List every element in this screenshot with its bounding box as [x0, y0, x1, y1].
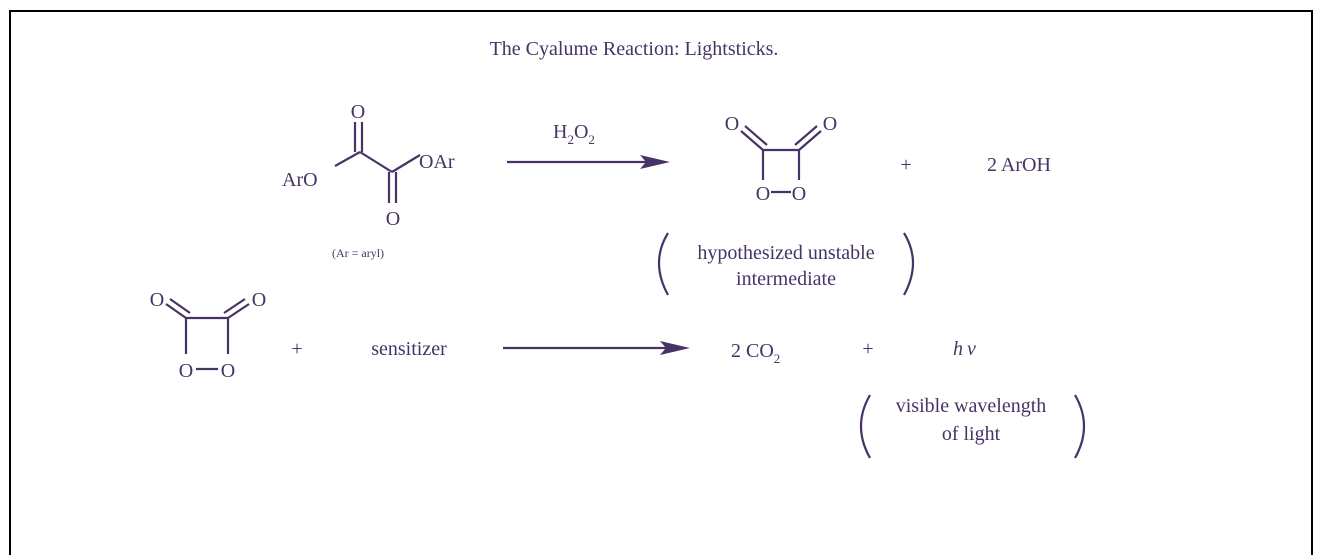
ring-oxygen: O: [756, 183, 770, 205]
ring-oxygen: O: [792, 183, 806, 205]
bond: [359, 151, 393, 173]
ring-oxygen: O: [179, 360, 193, 382]
sensitizer-label: sensitizer: [371, 338, 447, 360]
bond: [334, 151, 361, 167]
light-label-line1: visible wavelength: [896, 395, 1047, 417]
aryl-alcohol-product: 2 ArOH: [987, 154, 1051, 176]
plus-sign: +: [862, 338, 873, 360]
plus-sign: +: [291, 338, 302, 360]
light-label: visible wavelength of light: [860, 394, 1085, 459]
carbonyl-bond: [223, 298, 246, 314]
intermediate-label: hypothesized unstable intermediate: [658, 232, 914, 296]
intermediate-label-line2: intermediate: [736, 268, 836, 290]
arrow-2: [503, 341, 690, 355]
scheme-title: The Cyalume Reaction: Lightsticks.: [490, 38, 779, 60]
arrow-head: [640, 155, 670, 169]
dioxetanedione-intermediate: O O O O: [725, 113, 837, 205]
right-paren: [1074, 394, 1085, 459]
aryl-note: (Ar = aryl): [332, 246, 384, 260]
carbonyl-bond: [794, 125, 818, 146]
carbonyl-oxygen: O: [252, 289, 266, 311]
light-label-line2: of light: [942, 423, 1001, 445]
carbonyl-bond: [744, 125, 768, 146]
carbonyl-bond: [798, 130, 822, 151]
right-paren: [903, 232, 914, 296]
figure-frame: [9, 10, 1313, 555]
carbonyl-oxygen: O: [150, 289, 164, 311]
arrow-1: H2O2: [507, 121, 670, 169]
carbonyl-bond: [740, 130, 764, 151]
carbonyl-bond: [165, 303, 187, 319]
reagent-h2o2: H2O2: [553, 121, 595, 147]
carbonyl-oxygen: O: [386, 208, 400, 230]
carbonyl-oxygen: O: [725, 113, 739, 135]
carbonyl-bond: [169, 298, 191, 314]
diaryl-oxalate: O O ArO OAr (Ar = aryl): [282, 101, 455, 260]
left-paren: [860, 394, 871, 459]
carbonyl-bond: [227, 303, 250, 319]
aryloxy-left: ArO: [282, 169, 318, 191]
left-paren: [658, 232, 669, 296]
ring-oxygen: O: [221, 360, 235, 382]
dioxetanedione-reactant: O O O O: [150, 289, 266, 382]
intermediate-label-line1: hypothesized unstable: [697, 242, 874, 264]
carbonyl-oxygen: O: [823, 113, 837, 135]
bond: [391, 154, 421, 173]
aryloxy-right: OAr: [419, 151, 455, 173]
arrow-head: [660, 341, 690, 355]
carbonyl-oxygen: O: [351, 101, 365, 123]
carbon-dioxide-product: 2 CO2: [731, 340, 780, 366]
plus-sign: +: [900, 154, 911, 176]
